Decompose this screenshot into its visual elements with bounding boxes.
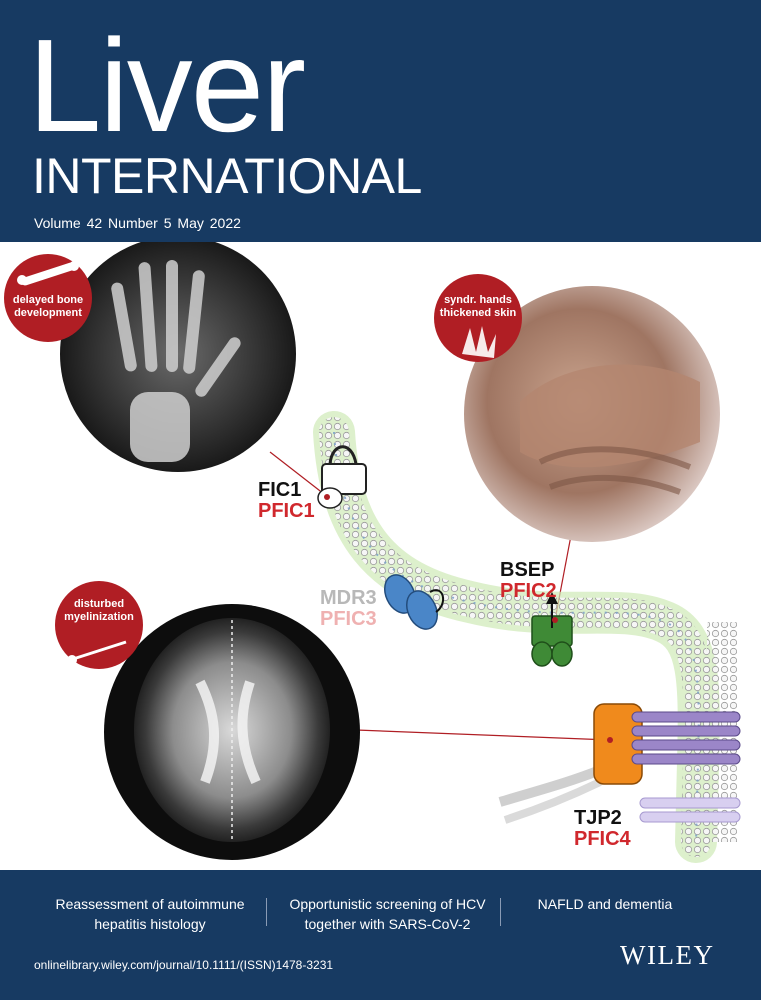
label-pfic1: PFIC1: [258, 500, 315, 522]
badge-brain-line2: myelinization: [64, 611, 134, 623]
label-pfic4: PFIC4: [574, 828, 631, 850]
teaser-3-line1: NAFLD and dementia: [537, 896, 673, 912]
label-tjp2: TJP2: [574, 807, 622, 829]
label-pfic2: PFIC2: [500, 580, 557, 602]
badge-skin: [434, 274, 522, 362]
tjp2-complex: [593, 703, 741, 823]
xray-hand-image: [60, 242, 296, 472]
masthead: Liver INTERNATIONAL Volume 42 Number 5 M…: [0, 0, 761, 242]
badge-skin-line1: syndr. hands: [444, 294, 512, 306]
label-fic1: FIC1: [258, 479, 302, 501]
teaser-1[interactable]: Reassessment of autoimmune hepatitis his…: [40, 894, 260, 934]
badge-brain-text: disturbed myelinization: [57, 598, 141, 624]
label-pfic3: PFIC3: [320, 608, 377, 630]
teaser-3[interactable]: NAFLD and dementia: [505, 894, 705, 914]
label-bsep: BSEP: [500, 559, 555, 581]
mdr3-transporter: [384, 574, 445, 630]
journal-url[interactable]: onlinelibrary.wiley.com/journal/10.1111/…: [34, 958, 334, 972]
badge-brain-line1: disturbed: [73, 598, 125, 610]
teaser-divider: [266, 898, 267, 926]
journal-title: Liver: [28, 12, 306, 159]
badge-bone-line2: development: [14, 307, 82, 319]
badge-bone: [4, 254, 92, 342]
fic1-transporter: [317, 445, 367, 509]
teaser-2[interactable]: Opportunistic screening of HCV together …: [280, 894, 495, 934]
label-mdr3: MDR3: [320, 587, 377, 609]
hands-skin-image: [464, 286, 720, 542]
badge-brain: [55, 581, 143, 669]
brain-mri-image: [104, 604, 360, 860]
badge-bone-text: delayed bone development: [6, 294, 90, 320]
teaser-divider: [500, 898, 501, 926]
badge-skin-text: syndr. hands thickened skin: [436, 294, 520, 320]
badge-bone-line1: delayed bone: [12, 294, 84, 306]
teaser-1-line2: hepatitis histology: [94, 916, 206, 932]
teaser-2-line1: Opportunistic screening of HCV: [289, 896, 486, 912]
cover-footer: Reassessment of autoimmune hepatitis his…: [0, 870, 761, 1000]
badge-skin-line2: thickened skin: [439, 307, 517, 319]
issue-info: Volume 42 Number 5 May 2022: [34, 215, 241, 231]
bsep-transporter: [531, 592, 573, 667]
publisher-logo: WILEY: [620, 940, 715, 970]
journal-subtitle: INTERNATIONAL: [32, 148, 422, 204]
teaser-2-line2: together with SARS-CoV-2: [304, 916, 471, 932]
teaser-1-line1: Reassessment of autoimmune: [55, 896, 245, 912]
cover-illustration: delayed bone development syndr. hands th…: [0, 242, 761, 870]
pfic-illustration: [4, 242, 741, 863]
